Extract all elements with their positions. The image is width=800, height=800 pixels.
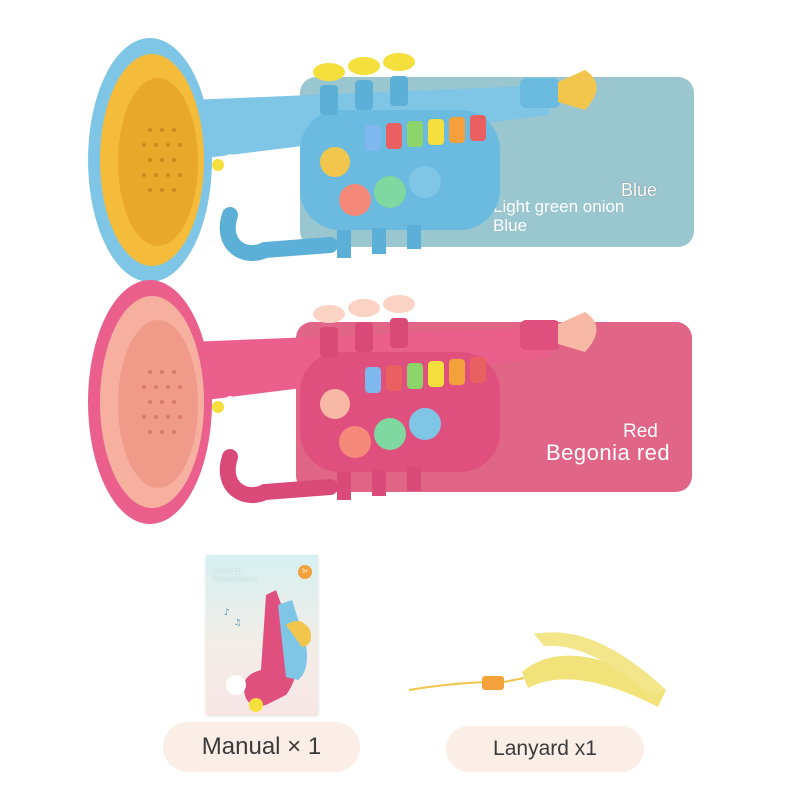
red-color-label: Red (623, 421, 658, 442)
red-description-line1: Begonia red (546, 440, 671, 465)
red-trumpet-image (88, 280, 597, 524)
lanyard-label: Lanyard x1 (446, 726, 644, 772)
age-badge: 3+ (298, 565, 312, 579)
manual-cover-subtitle: Stringed instrument (213, 577, 257, 583)
manual-instruments-illustration: ♪ ♫ (224, 590, 311, 712)
svg-text:♪: ♪ (224, 608, 230, 618)
lanyard-image (408, 632, 666, 707)
blue-trumpet-image (88, 38, 597, 282)
blue-description-line1: Light green onion (493, 197, 625, 216)
blue-description-line2: Blue (493, 216, 528, 235)
manual-booklet-image: Blow it! Stringed instrument 3+ ♪ ♫ (206, 555, 318, 715)
manual-cover-title: Blow it! (213, 566, 243, 576)
blue-color-label: Blue (621, 180, 658, 200)
manual-label: Manual × 1 (163, 722, 360, 772)
svg-text:♫: ♫ (234, 618, 241, 627)
